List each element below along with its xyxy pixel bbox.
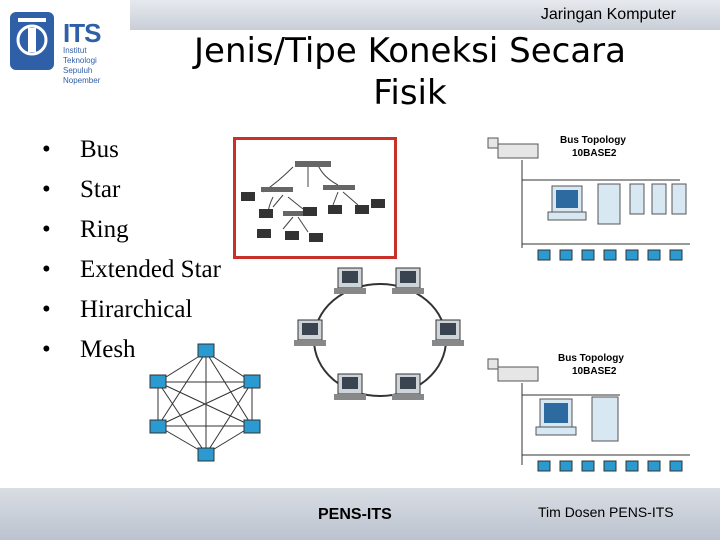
bus-bottom-title2: 10BASE2 (572, 366, 617, 377)
mesh-topology-diagram (149, 343, 261, 462)
bullet-extended-star: Extended Star (40, 250, 221, 290)
bullet-bus: Bus (40, 130, 221, 170)
bus-topology-diagram-bottom: Bus Topology 10BASE2 (487, 353, 690, 472)
course-title: Jaringan Komputer (540, 6, 676, 23)
ring-topology-diagram (294, 267, 464, 400)
hierarchical-topology-diagram (233, 137, 397, 259)
bullet-hirarchical: Hirarchical (40, 290, 221, 330)
its-logo: ITS Institut Teknologi Sepuluh Nopember (8, 10, 128, 85)
bullet-mesh: Mesh (40, 330, 221, 370)
header-bar: Jaringan Komputer (130, 0, 720, 30)
bus-top-title2: 10BASE2 (572, 148, 617, 159)
footer-right-label: Tim Dosen PENS-ITS (538, 504, 674, 520)
footer-center-label: PENS-ITS (318, 506, 392, 523)
bullet-star: Star (40, 170, 221, 210)
bullet-ring: Ring (40, 210, 221, 250)
bus-bottom-title1: Bus Topology (558, 353, 624, 364)
bus-top-title1: Bus Topology (560, 135, 626, 146)
its-emblem-icon (10, 12, 54, 70)
topology-list: Bus Star Ring Extended Star Hirarchical … (40, 130, 221, 370)
logo-name: ITS (63, 18, 101, 48)
slide-title: Jenis/Tipe Koneksi Secara Fisik (160, 30, 660, 114)
bus-topology-diagram-top: Bus Topology 10BASE2 (487, 135, 690, 261)
logo-line2: Teknologi (63, 56, 97, 65)
slide-title-line1: Jenis/Tipe Koneksi Secara (194, 31, 626, 71)
slide-title-line2: Fisik (373, 73, 447, 113)
logo-line1: Institut (63, 46, 87, 55)
footer-bar (0, 488, 720, 540)
logo-line3: Sepuluh Nopember (63, 66, 101, 85)
